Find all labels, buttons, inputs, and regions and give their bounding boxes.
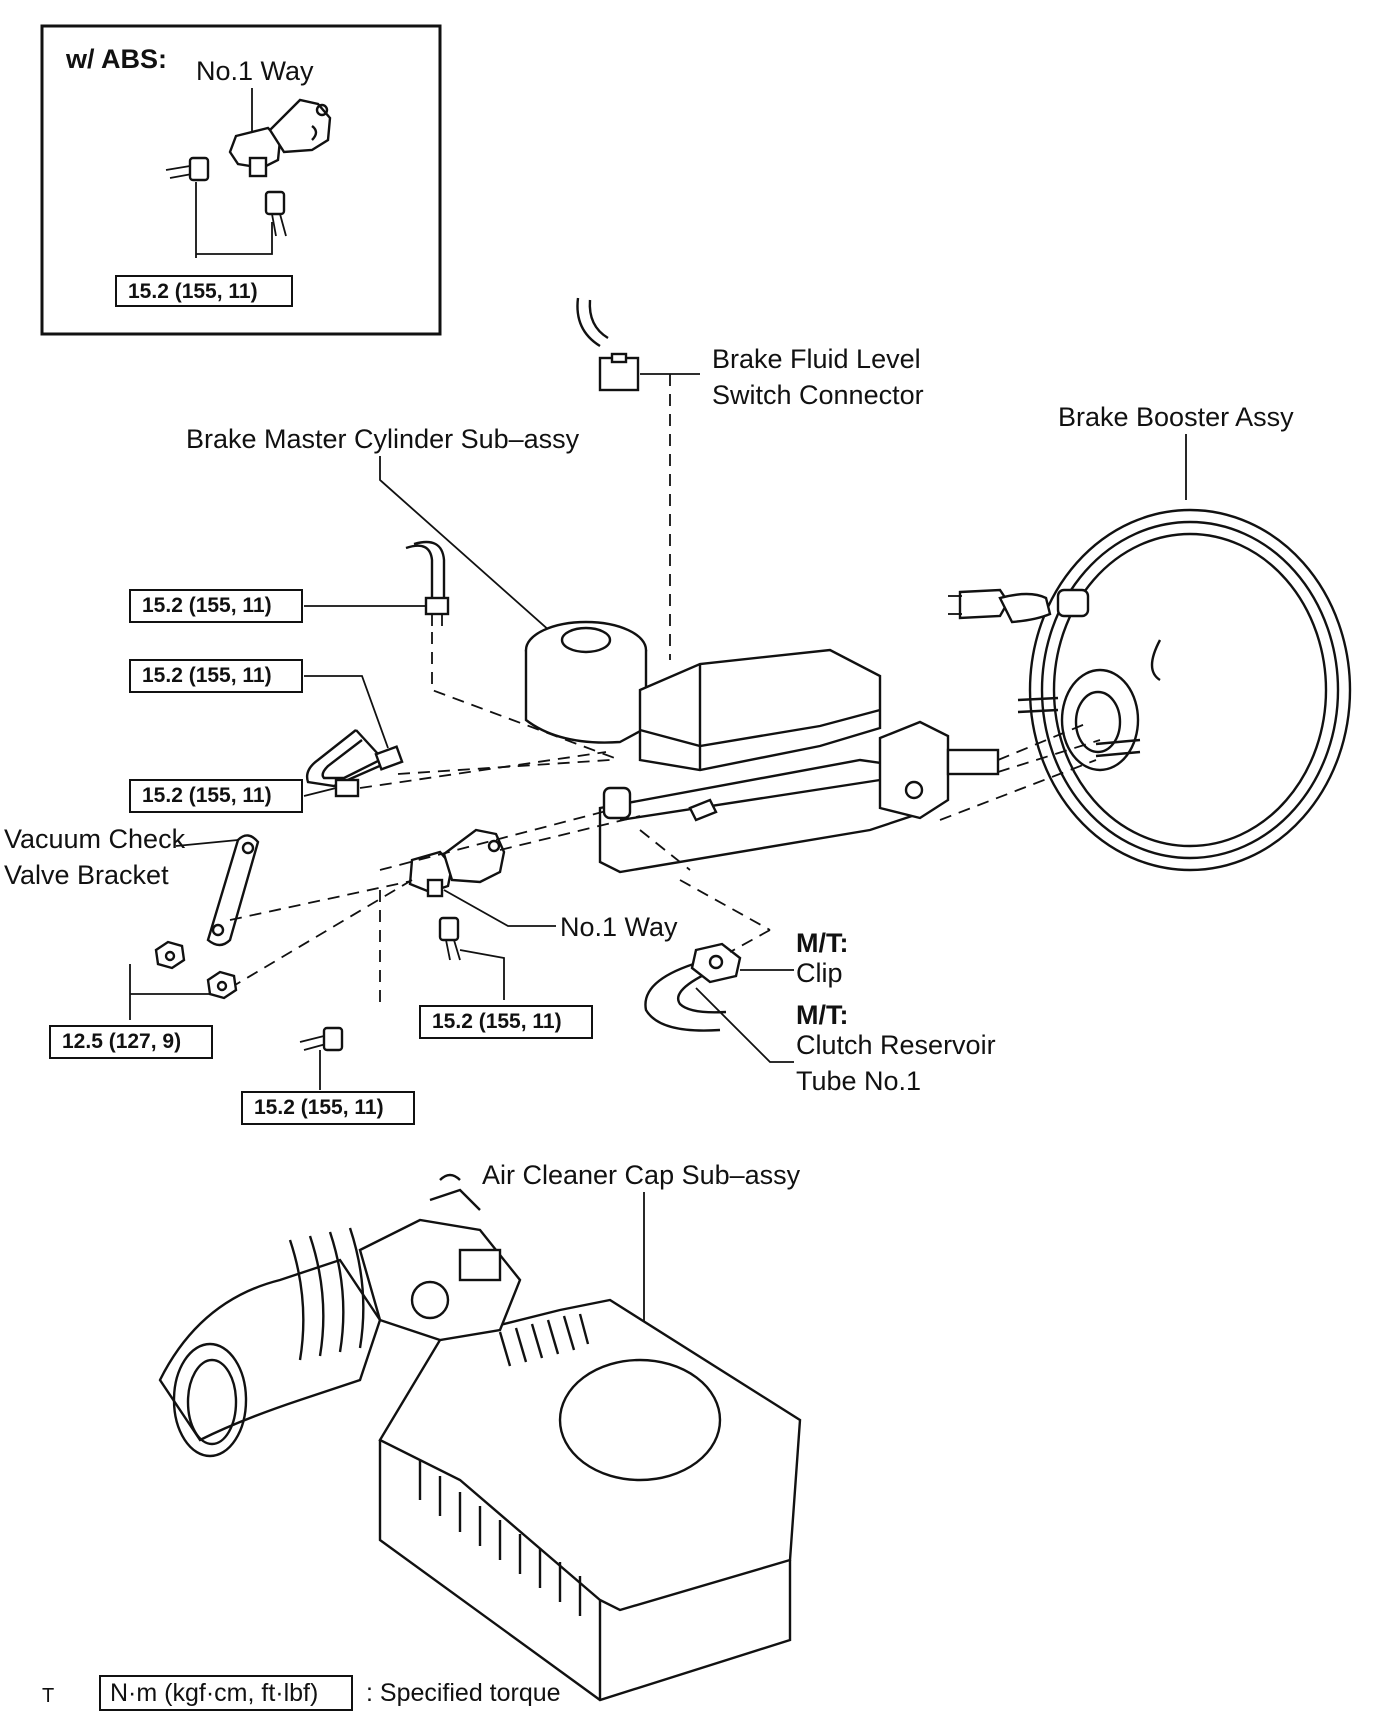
air-cleaner-cap-part <box>158 1173 802 1702</box>
bracket-nut-upper <box>154 940 186 970</box>
svg-text:15.2 (155, 11): 15.2 (155, 11) <box>142 594 272 617</box>
svg-text:15.2 (155, 11): 15.2 (155, 11) <box>128 280 258 303</box>
center-fitting <box>438 916 461 961</box>
torque-box-1: 15.2 (155, 11) <box>129 589 303 623</box>
label-mt-clutch-line2: Tube No.1 <box>796 1066 921 1096</box>
label-mt-clip: Clip <box>796 958 843 988</box>
svg-text:15.2 (155, 11): 15.2 (155, 11) <box>254 1096 384 1119</box>
label-no1-way: No.1 Way <box>560 912 678 942</box>
torque-box-5: 12.5 (127, 9) <box>49 1025 213 1059</box>
vacuum-check-valve-bracket-part <box>206 834 260 947</box>
fluid-level-switch-connector <box>576 297 700 660</box>
inset-torque-box: 15.2 (155, 11) <box>115 275 293 307</box>
label-air-cleaner-cap: Air Cleaner Cap Sub–assy <box>482 1160 801 1190</box>
svg-text:15.2 (155, 11): 15.2 (155, 11) <box>432 1010 562 1033</box>
svg-text:15.2 (155, 11): 15.2 (155, 11) <box>142 664 272 687</box>
label-switch-connector-line1: Brake Fluid Level <box>712 344 921 374</box>
torque-box-3: 15.2 (155, 11) <box>129 779 303 813</box>
torque-box-4: 15.2 (155, 11) <box>419 1005 593 1039</box>
clutch-reservoir-tube-part <box>644 942 742 1032</box>
label-mt-clutch-line1: Clutch Reservoir <box>796 1030 996 1060</box>
legend-unit: N·m (kgf·cm, ft·lbf) <box>110 1679 318 1707</box>
abs-inset-panel: w/ ABS: No.1 Way 15.2 (155, 11) <box>40 24 442 336</box>
label-mt-clutch-prefix: M/T: <box>796 1000 848 1030</box>
inset-no1-way-part <box>228 98 332 178</box>
inset-left-fitting <box>165 156 210 182</box>
inset-no1-way-label: No.1 Way <box>196 56 314 86</box>
svg-text:15.2 (155, 11): 15.2 (155, 11) <box>142 784 272 807</box>
label-switch-connector-line2: Switch Connector <box>712 380 924 410</box>
no1-way-part <box>408 828 506 898</box>
lower-fitting <box>299 1026 344 1052</box>
torque-legend: T N·m (kgf·cm, ft·lbf) : Specified torqu… <box>42 1675 561 1711</box>
torque-box-2: 15.2 (155, 11) <box>129 659 303 693</box>
label-brake-booster-assy: Brake Booster Assy <box>1058 402 1294 432</box>
legend-description: : Specified torque <box>366 1679 561 1707</box>
torque-box-6: 15.2 (155, 11) <box>241 1091 415 1125</box>
inset-heading: w/ ABS: <box>65 44 167 74</box>
middle-brake-line <box>305 729 404 798</box>
label-brake-master-cylinder: Brake Master Cylinder Sub–assy <box>186 424 580 454</box>
brake-master-cylinder-part <box>524 620 1101 874</box>
inset-bottom-fitting <box>264 190 287 237</box>
label-mt-clip-prefix: M/T: <box>796 928 848 958</box>
svg-text:12.5 (127, 9): 12.5 (127, 9) <box>62 1030 181 1053</box>
bracket-nut-lower <box>206 970 238 1000</box>
upper-brake-line <box>405 540 450 626</box>
label-vacuum-check-line1: Vacuum Check <box>4 824 186 854</box>
label-vacuum-check-line2: Valve Bracket <box>4 860 169 890</box>
brake-booster-part <box>948 508 1352 872</box>
legend-symbol: T <box>42 1685 54 1707</box>
